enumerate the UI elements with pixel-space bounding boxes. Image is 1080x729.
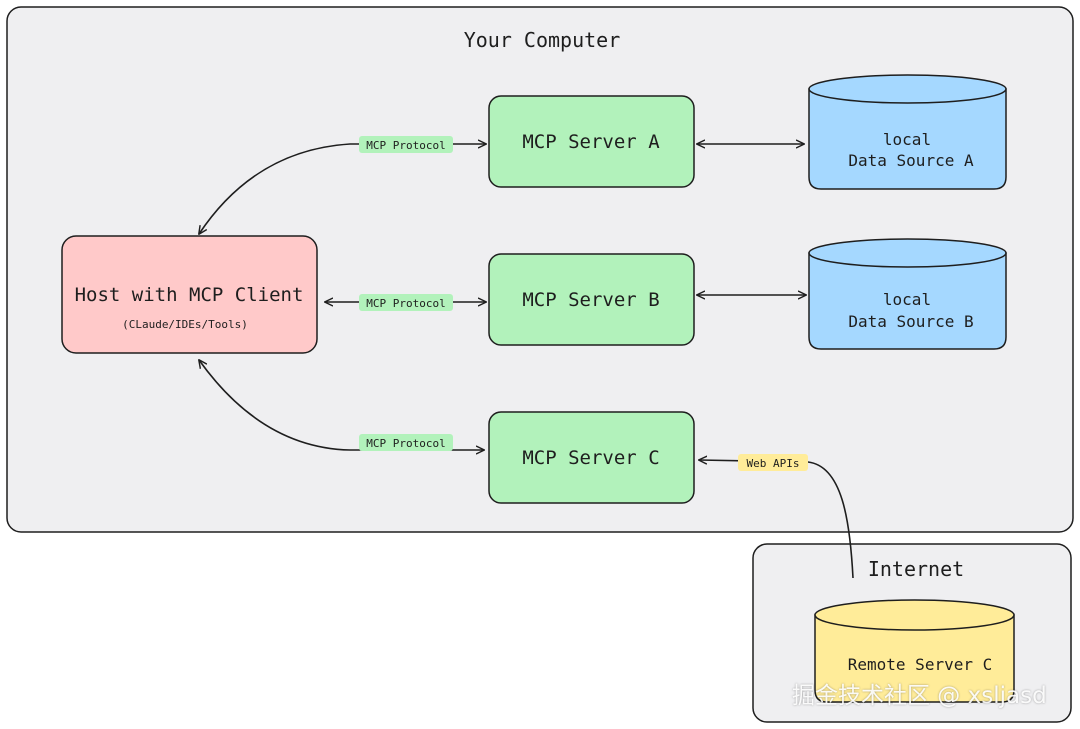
remote-server-c-label: Remote Server C (848, 655, 993, 674)
watermark: 掘金技术社区 @ xsljasd (792, 683, 1047, 709)
data-source-a-line1: local (883, 130, 931, 149)
data-source-a-line2: Data Source A (848, 151, 974, 170)
data-source-b: local Data Source B (808, 238, 1007, 350)
badge-web-apis-label: Web APIs (747, 457, 800, 470)
badge-protocol-b: MCP Protocol (359, 294, 453, 311)
mcp-server-c: MCP Server C (488, 411, 695, 504)
mcp-server-a-label: MCP Server A (522, 131, 660, 153)
badge-protocol-a-label: MCP Protocol (366, 139, 445, 152)
edge-host-server-c (199, 360, 484, 450)
host-title: Host with MCP Client (75, 284, 304, 306)
badge-protocol-c: MCP Protocol (359, 434, 453, 451)
region-title-your-computer: Your Computer (464, 28, 621, 52)
badge-protocol-b-label: MCP Protocol (366, 297, 445, 310)
badge-protocol-c-label: MCP Protocol (366, 437, 445, 450)
data-source-b-line1: local (883, 290, 931, 309)
data-source-b-line2: Data Source B (848, 312, 973, 331)
region-title-internet: Internet (868, 557, 964, 581)
badge-web-apis: Web APIs (738, 454, 808, 471)
mcp-server-b-label: MCP Server B (522, 289, 659, 311)
host-with-mcp-client: Host with MCP Client (CLaude/IDEs/Tools) (61, 235, 318, 354)
badge-protocol-a: MCP Protocol (359, 136, 453, 153)
mcp-server-b: MCP Server B (488, 253, 695, 346)
mcp-server-a: MCP Server A (488, 95, 695, 188)
data-source-a: local Data Source A (808, 74, 1007, 190)
edge-remote-server-c (699, 460, 854, 579)
host-subtitle: (CLaude/IDEs/Tools) (122, 318, 248, 331)
remote-server-c: Remote Server C (814, 599, 1015, 703)
mcp-server-c-label: MCP Server C (522, 447, 659, 469)
edge-host-server-a (199, 144, 486, 234)
